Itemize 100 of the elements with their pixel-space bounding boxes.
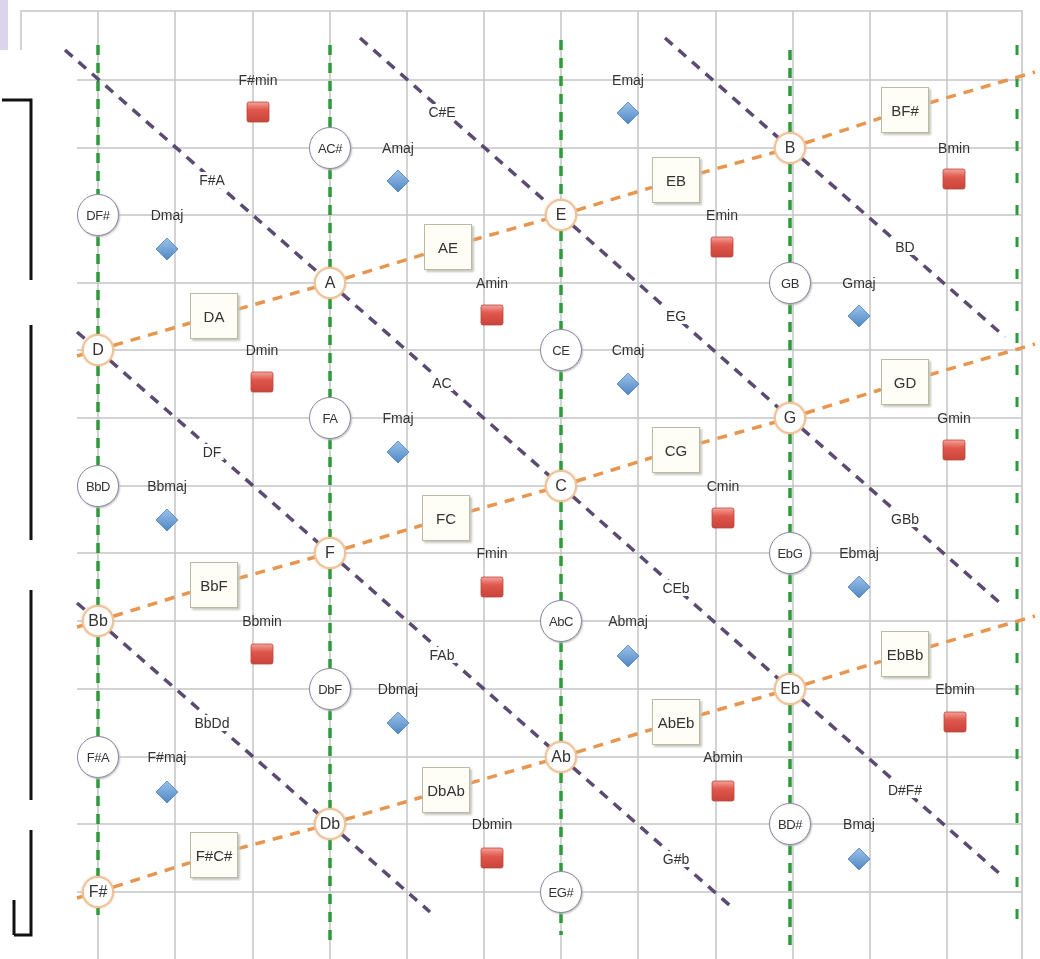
chord-name: Abmin <box>702 748 744 766</box>
third-circle: FA <box>309 397 351 439</box>
dashed-connector <box>800 157 1007 339</box>
interval-label: GBb <box>889 511 921 527</box>
dashed-connector <box>340 292 551 477</box>
note-circle: Eb <box>774 673 806 705</box>
dashed-connector <box>328 169 332 267</box>
note-circle: F# <box>82 876 114 908</box>
dashed-connector <box>559 642 563 741</box>
chord-name: Dmaj <box>149 206 185 224</box>
dashed-connector <box>76 623 84 629</box>
dashed-connector <box>76 352 84 358</box>
chord-name: Cmaj <box>610 341 646 359</box>
third-circle: F#A <box>77 736 119 778</box>
interval-box: EB <box>652 157 700 203</box>
dashed-connector <box>344 523 423 551</box>
dashed-connector <box>112 321 191 348</box>
note-circle: G <box>774 402 806 434</box>
chord-name: Gmaj <box>841 274 877 292</box>
dashed-connector <box>559 371 563 470</box>
interval-box: AE <box>424 224 472 270</box>
third-circle: BD# <box>769 803 811 845</box>
chord-name: Amaj <box>381 139 415 157</box>
chord-name: Emaj <box>611 71 645 89</box>
interval-box: FC <box>422 495 470 541</box>
third-circle: BbD <box>77 465 119 507</box>
interval-label: BbDd <box>192 715 232 731</box>
interval-box: DbAb <box>422 767 470 813</box>
dashed-connector <box>344 252 425 280</box>
third-circle: AC# <box>309 127 351 169</box>
dashed-connector <box>559 773 563 871</box>
third-circle: DbF <box>309 668 351 710</box>
dashed-connector <box>559 913 563 935</box>
chord-name: Dbmin <box>470 815 514 833</box>
dashed-connector <box>571 224 780 409</box>
dashed-connector <box>340 833 432 914</box>
dashed-connector <box>469 759 547 785</box>
interval-label: EG <box>663 308 689 324</box>
interval-label: F#A <box>197 172 227 188</box>
dashed-connector <box>559 231 563 329</box>
chord-name: Bmin <box>937 139 971 157</box>
third-circle: AbC <box>540 600 582 642</box>
dashed-connector <box>108 359 320 544</box>
dashed-connector <box>800 698 1002 876</box>
dashed-connector <box>575 455 653 483</box>
interval-box: EbBb <box>881 631 929 677</box>
interval-label: AC <box>430 375 454 391</box>
dashed-connector <box>471 217 547 242</box>
dashed-connector <box>788 164 792 262</box>
interval-box: GD <box>881 359 929 405</box>
dashed-connector <box>804 116 882 145</box>
chord-name: F#min <box>237 71 279 89</box>
dashed-connector <box>112 861 191 889</box>
chord-name: Gmin <box>936 409 972 427</box>
dashed-connector <box>76 894 84 900</box>
chord-name: Bbmaj <box>146 477 188 495</box>
dashed-connector <box>108 630 320 815</box>
chord-name: Emin <box>705 206 739 224</box>
dashed-connector <box>328 710 332 808</box>
dashed-connector <box>571 495 780 680</box>
note-circle: Ab <box>545 741 577 773</box>
dashed-connector <box>237 555 316 581</box>
note-circle: Bb <box>82 605 114 637</box>
dashed-connector <box>788 845 792 945</box>
dashed-connector <box>75 601 87 612</box>
note-circle: E <box>545 199 577 231</box>
dashed-connector <box>96 366 100 465</box>
dashed-connector <box>328 45 332 127</box>
dashed-connector <box>575 185 653 212</box>
interval-label: FAb <box>427 647 457 663</box>
interval-label: BD <box>893 239 917 255</box>
dashed-connector <box>699 150 776 175</box>
interval-box: F#C# <box>190 832 238 878</box>
note-circle: B <box>774 132 806 164</box>
dashed-connector <box>63 48 320 274</box>
dashed-connector <box>112 590 191 618</box>
note-circle: D <box>82 334 114 366</box>
dashed-connector <box>344 795 423 822</box>
dashed-connector <box>75 330 87 341</box>
interval-box: CG <box>652 427 700 473</box>
third-circle: EbG <box>769 532 811 574</box>
dashed-connector <box>96 507 100 605</box>
dashed-connector <box>788 50 792 132</box>
note-circle: Db <box>314 808 346 840</box>
dashed-connector <box>237 285 316 311</box>
chord-name: Amin <box>475 274 509 292</box>
dashed-connector <box>788 705 792 803</box>
interval-box: BbF <box>190 562 238 608</box>
dashed-connector <box>788 304 792 402</box>
dashed-connector <box>804 659 882 686</box>
chord-name: Abmaj <box>607 612 649 630</box>
chord-name: Fmaj <box>381 409 415 427</box>
dashed-connector <box>96 778 100 876</box>
dashed-connector <box>340 562 551 748</box>
dashed-connector <box>699 420 776 445</box>
chord-name: Ebmaj <box>838 544 880 562</box>
note-circle: C <box>545 470 577 502</box>
chord-name: Dmin <box>244 341 280 359</box>
note-circle: F <box>314 537 346 569</box>
dashed-connector <box>559 502 563 600</box>
